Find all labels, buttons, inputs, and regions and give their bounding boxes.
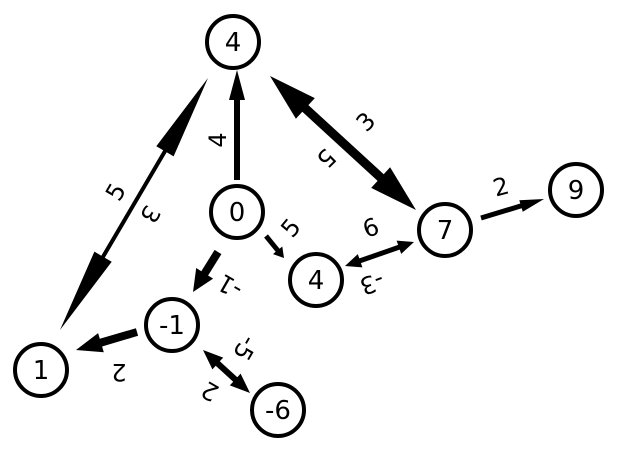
graph-node[interactable]: -6: [250, 382, 306, 438]
edge-double-arrow: [270, 76, 416, 210]
edge-n_0-n_mid4: 5: [264, 213, 307, 258]
edge-weight-label: -3: [356, 266, 388, 300]
edge-weight-label: -1: [213, 268, 248, 304]
edge-n_0-n_top4: 4: [204, 70, 245, 180]
edge-arrow: [193, 249, 222, 292]
edge-weight-label: 3: [351, 107, 382, 138]
node-label: 1: [33, 356, 50, 386]
edge-n_7-n_9: 2: [480, 171, 544, 221]
edge-n_top4-n_7: 35: [270, 76, 416, 210]
node-circle: [288, 252, 344, 308]
node-circle: [13, 342, 69, 398]
edge-arrow: [264, 234, 284, 258]
edge-weight-label: 2: [490, 171, 512, 202]
node-circle: [250, 382, 306, 438]
edge-weight-label: 3: [134, 200, 166, 227]
graph-node[interactable]: 1: [13, 342, 69, 398]
graph-node[interactable]: -1: [144, 297, 200, 353]
node-label: 4: [225, 28, 242, 58]
edge-arrow: [76, 328, 139, 353]
edge-arrow: [229, 70, 245, 180]
edge-weight-label: 5: [275, 213, 306, 243]
node-circle: [417, 202, 473, 258]
edge-weight-label: 2: [111, 358, 126, 386]
node-circle: [205, 14, 261, 70]
edge-n_mid4-n_7: 6 -3: [345, 212, 414, 300]
node-circle: [209, 184, 265, 240]
edge-weight-label: 6: [359, 212, 383, 244]
edge-double-arrow: [203, 350, 250, 393]
node-label: 4: [308, 266, 325, 296]
edge-n_top4-n_1: 53: [60, 78, 208, 330]
edge-arrow: [480, 199, 544, 221]
node-label: 9: [568, 176, 585, 206]
node-label: 0: [229, 198, 246, 228]
node-circle: [144, 297, 200, 353]
graph-node[interactable]: 4: [288, 252, 344, 308]
graph-node[interactable]: 0: [209, 184, 265, 240]
graph-node[interactable]: 4: [205, 14, 261, 70]
edge-n_0-n_m1: -1: [193, 249, 248, 304]
edge-weight-label: 5: [311, 143, 342, 174]
edge-double-arrow: [345, 240, 414, 268]
node-label: -6: [265, 396, 291, 426]
graph-node[interactable]: 9: [548, 162, 604, 218]
edge-weight-label: 5: [100, 178, 132, 205]
edge-weight-label: 2: [196, 375, 223, 407]
node-label: 7: [437, 216, 454, 246]
graph-node[interactable]: 7: [417, 202, 473, 258]
edge-weight-label: -5: [227, 331, 263, 366]
edge-weight-label: 4: [204, 132, 232, 147]
edge-n_m1-n_m6: -52: [196, 331, 263, 407]
node-circle: [548, 162, 604, 218]
edge-double-arrow: [60, 78, 208, 330]
edge-n_m1-n_1: 2: [76, 328, 139, 386]
node-label: -1: [159, 311, 185, 341]
